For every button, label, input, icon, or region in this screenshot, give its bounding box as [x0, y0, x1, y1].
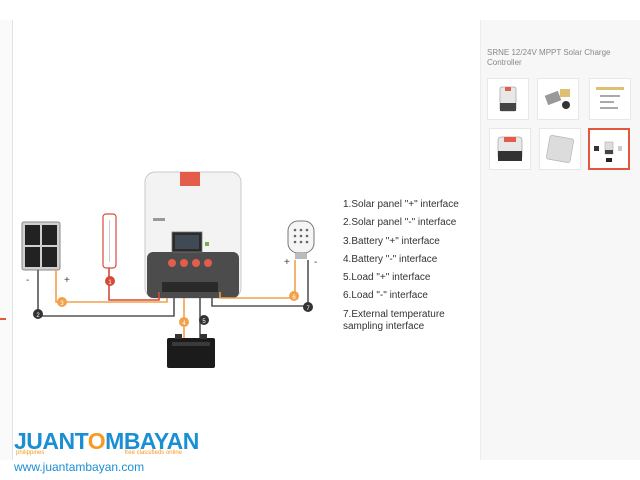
marker-4: 4	[179, 317, 189, 327]
legend-item-4: 4.Battery "-" interface	[343, 253, 438, 265]
manual-icon	[596, 87, 624, 109]
load-bulb-icon	[287, 220, 315, 259]
wiring-diagram: + - + -	[21, 171, 317, 368]
thumb-manual[interactable]	[589, 78, 631, 120]
controller-back-icon	[546, 135, 574, 163]
svg-text:5: 5	[202, 319, 206, 325]
svg-text:4: 4	[182, 321, 186, 327]
legend-item-7: 7.External temperature sampling interfac…	[343, 308, 445, 332]
logo-url: www.juantambayan.com	[14, 460, 145, 474]
gutter-accent-mark	[0, 318, 6, 320]
logo-country: philippines	[16, 450, 45, 456]
legend-item-5: 5.Load "+" interface	[343, 272, 431, 284]
legend-item-3: 3.Battery "+" interface	[343, 235, 440, 247]
thumb-controller-front[interactable]	[487, 78, 529, 120]
accessories-icon	[544, 89, 570, 109]
left-gutter	[0, 20, 13, 460]
marker-5: 5	[199, 315, 209, 325]
logo-brand-part2: MBAYAN	[105, 428, 199, 454]
marker-7: 7	[303, 302, 313, 312]
logo-sun-icon: O	[87, 428, 106, 454]
load-minus-label: -	[314, 257, 317, 268]
marker-6: 6	[289, 291, 299, 301]
solar-panel-icon	[21, 221, 61, 271]
controller-front-icon	[499, 86, 517, 112]
thumb-controller-angle[interactable]	[489, 128, 531, 170]
juantambayan-logo: JUANTOMBAYAN philippines free classified…	[14, 428, 199, 476]
logo-brand-part1: JUANT	[14, 428, 88, 454]
charge-controller-device	[144, 171, 242, 299]
legend-item-6: 6.Load "-" interface	[343, 290, 428, 302]
interface-legend: 1.Solar panel "+" interface 2.Solar pane…	[343, 196, 493, 333]
panel-minus-label: -	[26, 275, 29, 286]
thumb-controller-back[interactable]	[539, 128, 581, 170]
load-plus-label: +	[284, 257, 290, 268]
svg-text:1: 1	[108, 280, 112, 286]
thumb-wiring-diagram[interactable]	[588, 128, 630, 170]
controller-angle-icon	[497, 136, 523, 161]
svg-text:3: 3	[60, 301, 64, 307]
svg-text:7: 7	[306, 306, 310, 312]
temperature-sensor-icon	[102, 213, 117, 269]
marker-2: 2	[33, 309, 43, 319]
marker-3: 3	[57, 297, 67, 307]
legend-item-2: 2.Solar panel "-" interface	[343, 217, 457, 229]
product-title: SRNE 12/24V MPPT Solar Charge Controller	[487, 48, 611, 67]
svg-text:6: 6	[292, 295, 296, 301]
battery-icon	[167, 334, 215, 368]
legend-item-1: 1.Solar panel "+" interface	[343, 199, 459, 210]
logo-tagline: free classifieds online	[124, 450, 182, 456]
panel-plus-label: +	[64, 275, 70, 286]
wiring-diagram-thumb-icon	[594, 141, 622, 162]
svg-text:2: 2	[36, 313, 40, 319]
thumb-accessories[interactable]	[537, 78, 579, 120]
marker-1: 1	[105, 276, 115, 286]
